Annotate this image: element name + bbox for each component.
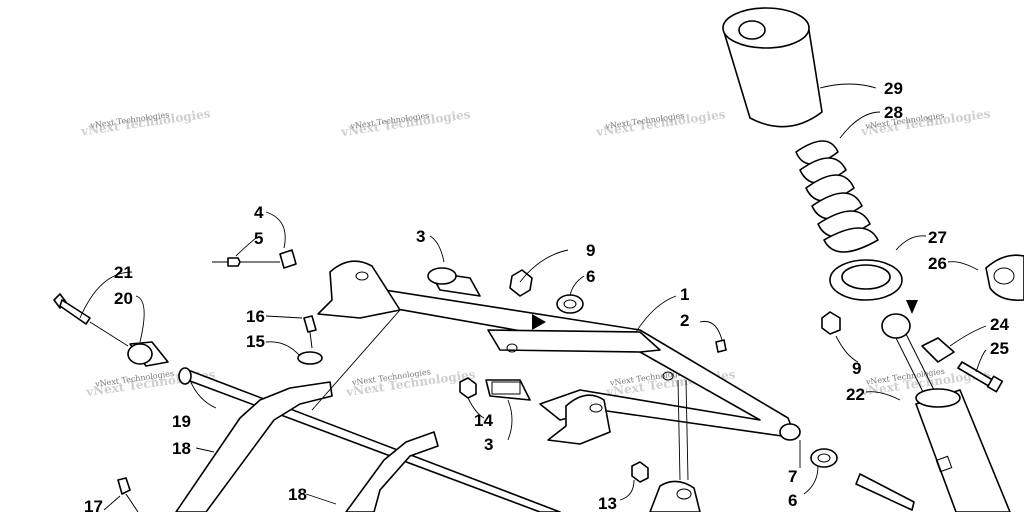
rail-part-18-right — [345, 431, 439, 512]
stud-part-7 — [855, 473, 915, 511]
nut-part-14 — [459, 377, 477, 399]
washer-part-4 — [279, 249, 297, 269]
bracket-part-13-lower — [649, 480, 701, 512]
bumper-part-3-lower — [485, 379, 531, 401]
callout-22: 22 — [846, 385, 865, 404]
callout-16: 16 — [246, 307, 265, 326]
callout-26: 26 — [928, 254, 947, 273]
nut-part-9-right — [821, 311, 841, 335]
callout-3-lower: 3 — [484, 435, 493, 454]
leader-lines — [79, 83, 987, 511]
watermark-2: vNext Technologies vNext Technologies — [339, 107, 471, 139]
callout-20: 20 — [114, 289, 133, 308]
callout-21: 21 — [114, 263, 133, 282]
nut-part-13 — [631, 461, 649, 483]
callout-9-upper: 9 — [586, 241, 595, 260]
bumper-part-3-upper — [427, 267, 481, 297]
callout-19: 19 — [172, 412, 191, 431]
bolt-part-25 — [957, 361, 1004, 393]
callout-4: 4 — [254, 203, 264, 222]
callout-18-right: 18 — [288, 485, 307, 504]
spring-retainer-part — [829, 259, 903, 301]
watermark-6: vNext Technologies vNext Technologies — [344, 367, 476, 399]
rivet-part-5 — [212, 257, 241, 267]
direction-arrow-left — [532, 314, 546, 330]
grease-fitting-part-2 — [715, 339, 727, 353]
direction-arrow-right — [906, 300, 918, 314]
shock-absorber-part — [881, 313, 1011, 512]
nut-part-9-upper — [509, 269, 533, 297]
callout-3-upper: 3 — [416, 227, 425, 246]
callout-27: 27 — [928, 228, 947, 247]
mount-bracket-lower — [547, 394, 611, 445]
callout-15: 15 — [246, 332, 265, 351]
callout-7: 7 — [788, 467, 797, 486]
watermark-1: vNext Technologies vNext Technologies — [79, 106, 211, 138]
callout-2: 2 — [680, 311, 689, 330]
bolt-part-17 — [117, 477, 139, 512]
bolt-part-16 — [303, 315, 317, 349]
watermark-4: vNext Technologies vNext Technologies — [859, 106, 991, 138]
callout-18-left: 18 — [172, 439, 191, 458]
watermark-3: vNext Technologies vNext Technologies — [594, 107, 726, 139]
callout-24: 24 — [990, 315, 1009, 334]
callout-29: 29 — [884, 79, 903, 98]
bushing-part-24 — [921, 337, 955, 363]
bolt-part-21 — [53, 293, 91, 325]
coil-spring-part — [795, 140, 879, 253]
callout-5: 5 — [254, 229, 263, 248]
callout-28: 28 — [884, 103, 903, 122]
callout-25: 25 — [990, 339, 1009, 358]
callout-13: 13 — [598, 494, 617, 512]
callout-6-lower: 6 — [788, 491, 797, 510]
callout-17: 17 — [84, 497, 103, 512]
shock-boot-part — [722, 7, 823, 128]
spacer-part-20 — [127, 341, 169, 367]
callout-14: 14 — [474, 411, 493, 430]
washer-part-15 — [297, 351, 323, 365]
callout-9-right: 9 — [852, 359, 861, 378]
bushing-part-6-upper — [556, 294, 584, 314]
collar-part — [985, 254, 1024, 302]
bushing-part-6-lower — [810, 448, 838, 468]
callout-1: 1 — [680, 285, 689, 304]
mount-bracket-upper — [317, 260, 401, 319]
callout-6-upper: 6 — [586, 267, 595, 286]
